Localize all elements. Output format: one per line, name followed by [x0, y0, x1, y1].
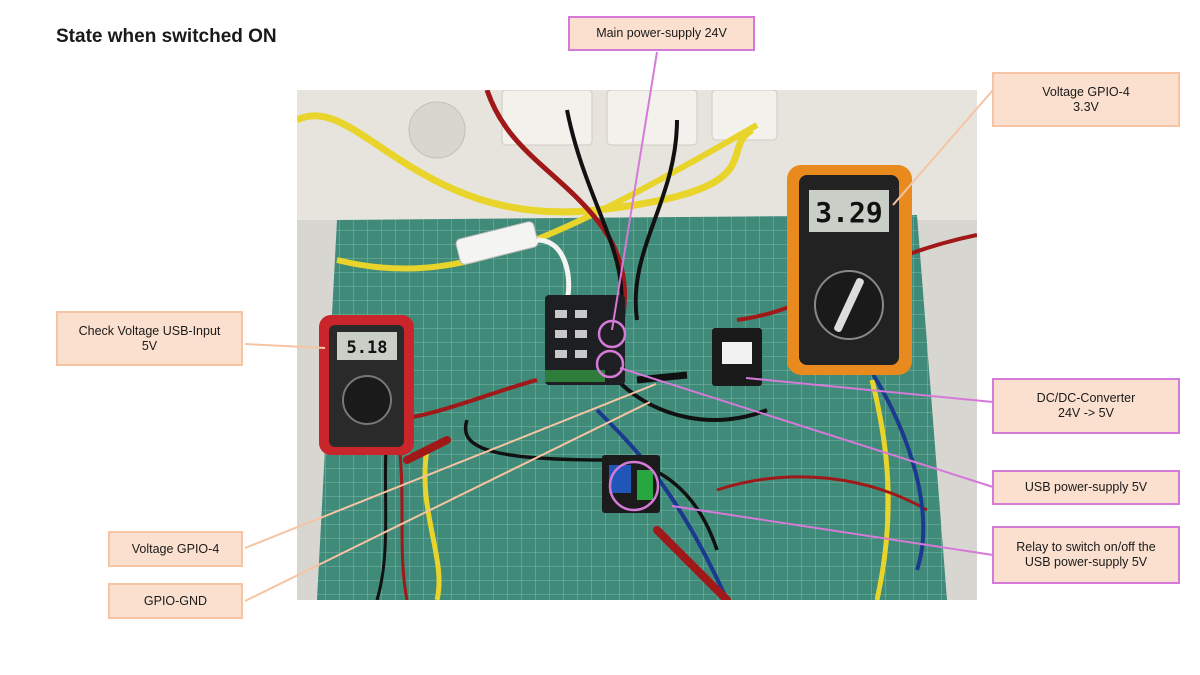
yellow-cable [297, 112, 754, 216]
label-gpio-gnd-text: GPIO-GND [143, 593, 208, 608]
board-pcb-edge [545, 370, 605, 382]
usb-cable [536, 237, 572, 301]
multimeter-left-lcd [337, 332, 397, 360]
probe-red [653, 526, 731, 600]
multimeter-right-knob [834, 278, 864, 332]
label-voltage-gpio4-left: Voltage GPIO-4 [108, 531, 243, 567]
board-component [575, 330, 587, 338]
usb-adapter [455, 221, 539, 265]
dcdc-label [722, 342, 752, 364]
board-component [575, 310, 587, 318]
label-dcdc-converter-text: DC/DC-Converter 24V -> 5V [1036, 391, 1136, 420]
label-check-voltage-usb-text: Check Voltage USB-Input 5V [78, 323, 221, 353]
board-component [555, 310, 567, 318]
wall-socket [606, 90, 698, 146]
multimeter-left-dial [342, 375, 392, 425]
multimeter-right-reading: 3.29 [815, 196, 882, 229]
hardware-photo-svg: 3.29 5.18 [297, 90, 977, 600]
label-voltage-gpio4-right: Voltage GPIO-4 3.3V [992, 72, 1180, 127]
label-main-power-supply: Main power-supply 24V [568, 16, 755, 51]
label-usb-power-supply-text: USB power-supply 5V [1024, 480, 1148, 494]
board-component [555, 350, 567, 358]
label-relay: Relay to switch on/off the USB power-sup… [992, 526, 1180, 584]
relay-terminal [637, 470, 653, 500]
label-dcdc-converter: DC/DC-Converter 24V -> 5V [992, 378, 1180, 434]
multimeter-left-reading: 5.18 [347, 338, 388, 358]
multimeter-right-lcd [809, 190, 889, 232]
page-title: State when switched ON [56, 26, 277, 47]
label-relay-text: Relay to switch on/off the USB power-sup… [1016, 540, 1156, 569]
label-voltage-gpio4-right-text: Voltage GPIO-4 3.3V [1042, 84, 1130, 114]
wall-cap [408, 101, 466, 159]
label-voltage-gpio4-left-text: Voltage GPIO-4 [131, 541, 220, 556]
label-main-power-supply-text: Main power-supply 24V [596, 26, 727, 40]
label-check-voltage-usb: Check Voltage USB-Input 5V [56, 311, 243, 366]
board-component [555, 330, 567, 338]
board-component [575, 350, 587, 358]
label-gpio-gnd: GPIO-GND [108, 583, 243, 619]
hardware-photo: 3.29 5.18 [297, 90, 977, 600]
gpio-clip [636, 371, 688, 384]
label-usb-power-supply: USB power-supply 5V [992, 470, 1180, 505]
relay [609, 465, 631, 493]
